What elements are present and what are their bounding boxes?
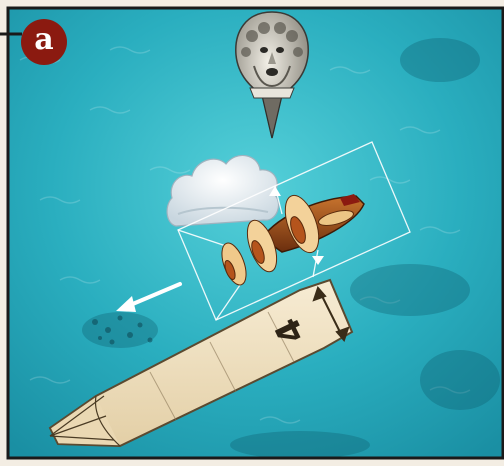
panel-label-badge: a [21,19,67,65]
